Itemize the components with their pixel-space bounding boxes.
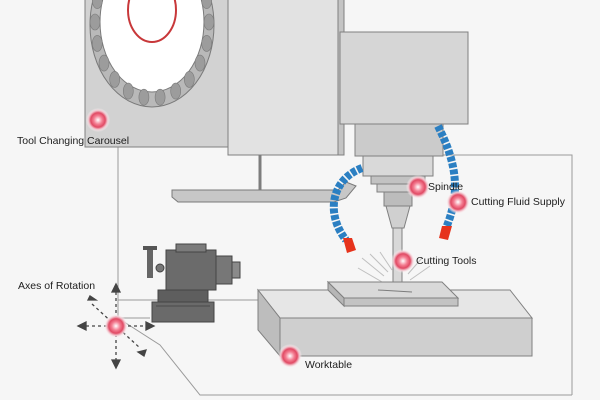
carousel-pocket xyxy=(109,71,120,88)
marker-axes[interactable] xyxy=(104,314,128,338)
carousel-pocket xyxy=(98,54,110,72)
right-nozzle-icon xyxy=(439,226,452,240)
carousel-pocket xyxy=(138,88,150,106)
spindle-head xyxy=(339,31,469,291)
label-cutting-tools: Cutting Tools xyxy=(416,255,477,267)
label-tool-changing-carousel: Tool Changing Carousel xyxy=(17,135,130,147)
carousel-pocket xyxy=(89,13,101,31)
carousel-pocket xyxy=(194,54,206,72)
marker-cutting-fluid[interactable] xyxy=(446,190,470,214)
tool-carousel xyxy=(84,0,345,192)
carousel-pocket xyxy=(92,35,103,52)
carousel-pocket xyxy=(184,71,195,88)
carousel-pocket xyxy=(154,88,166,106)
axes-arrows xyxy=(76,282,156,370)
carousel-pocket xyxy=(201,0,212,9)
carousel-pocket xyxy=(92,0,103,9)
carousel-pocket xyxy=(203,13,215,31)
marker-cutting-tools[interactable] xyxy=(391,249,415,273)
label-cutting-fluid-supply: Cutting Fluid Supply xyxy=(471,196,565,208)
marker-worktable[interactable] xyxy=(278,344,302,368)
hotspot-markers xyxy=(86,108,470,368)
marker-tool-carousel[interactable] xyxy=(86,108,110,132)
coolant-spray xyxy=(357,251,431,283)
carousel-pocket xyxy=(123,82,134,100)
tool-change-arm xyxy=(171,181,357,203)
carousel-pocket xyxy=(201,35,212,52)
carousel-pocket xyxy=(170,82,181,100)
cutting-fluid-hoses xyxy=(329,124,459,253)
label-worktable: Worktable xyxy=(305,359,353,371)
worktable xyxy=(256,280,534,358)
left-nozzle-icon xyxy=(343,238,356,253)
marker-spindle[interactable] xyxy=(406,175,430,199)
rotary-axis-motor xyxy=(143,243,241,323)
label-spindle: Spindle xyxy=(428,181,464,193)
label-axes-of-rotation: Axes of Rotation xyxy=(18,280,96,292)
